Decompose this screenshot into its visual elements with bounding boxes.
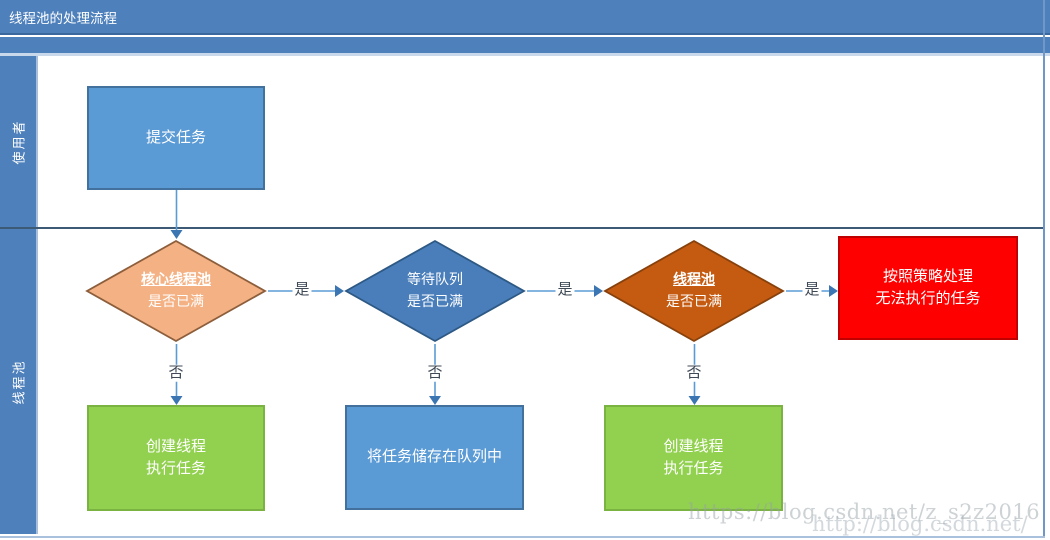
- wait-queue-title: 等待队列: [407, 271, 463, 288]
- frame-bottom-edge: [0, 536, 1045, 538]
- edge-label-no-1: 否: [166, 363, 186, 382]
- node-submit-task: 提交任务: [87, 86, 265, 190]
- diamond-shape: [603, 239, 785, 343]
- edge-label-yes-3: 是: [802, 280, 822, 299]
- store-label: 将任务储存在队列中: [366, 448, 502, 466]
- thread-pool-title: 线程池: [673, 271, 715, 288]
- node-reject-policy: 按照策略处理 无法执行的任务: [838, 236, 1018, 340]
- reject-line1: 按照策略处理: [882, 267, 973, 285]
- lane-label-user: 使用者: [11, 118, 27, 165]
- diamond-shape: [344, 239, 526, 343]
- core-pool-title: 核心线程池: [141, 271, 211, 288]
- edge-label-yes-2: 是: [555, 280, 575, 299]
- node-create-thread-1: 创建线程 执行任务: [87, 405, 265, 511]
- diamond-shape: [85, 239, 267, 343]
- reject-line2: 无法执行的任务: [875, 290, 981, 307]
- core-pool-question: 是否已满: [148, 293, 204, 309]
- lane-header-user: 使用者: [0, 56, 38, 227]
- wait-queue-question: 是否已满: [407, 293, 463, 309]
- create2-line1: 创建线程: [663, 437, 724, 455]
- thread-pool-question: 是否已满: [666, 293, 722, 309]
- page-title: 线程池的处理流程: [9, 10, 117, 26]
- edge-label-no-3: 否: [684, 363, 704, 382]
- node-submit-task-label: 提交任务: [145, 128, 206, 146]
- node-core-pool-decision-text: 核心线程池 是否已满: [85, 239, 267, 343]
- arrow-submit-to-corepool: [170, 190, 183, 239]
- create1-line1: 创建线程: [145, 437, 206, 455]
- node-store-in-queue: 将任务储存在队列中: [345, 405, 524, 510]
- frame-right-edge: [1043, 0, 1045, 537]
- node-create-thread-2: 创建线程 执行任务: [604, 405, 783, 511]
- node-wait-queue-decision-text: 等待队列 是否已满: [344, 239, 526, 343]
- watermark-url-2: http://blog.csdn.net/: [812, 512, 1028, 536]
- node-core-pool-decision: 核心线程池 是否已满: [85, 239, 267, 343]
- edge-label-no-2: 否: [425, 363, 445, 382]
- edge-label-yes-1: 是: [292, 280, 312, 299]
- node-thread-pool-decision: 线程池 是否已满: [603, 239, 785, 343]
- create1-line2: 执行任务: [145, 460, 206, 477]
- lane-divider: [0, 227, 1045, 229]
- lane-label-threadpool: 线程池: [11, 358, 27, 405]
- node-thread-pool-decision-text: 线程池 是否已满: [603, 239, 785, 343]
- header-band: [0, 37, 1050, 56]
- node-wait-queue-decision: 等待队列 是否已满: [344, 239, 526, 343]
- diagram-title-bar: 线程池的处理流程: [0, 0, 1050, 35]
- create2-line2: 执行任务: [663, 460, 724, 477]
- lane-header-threadpool: 线程池: [0, 229, 38, 534]
